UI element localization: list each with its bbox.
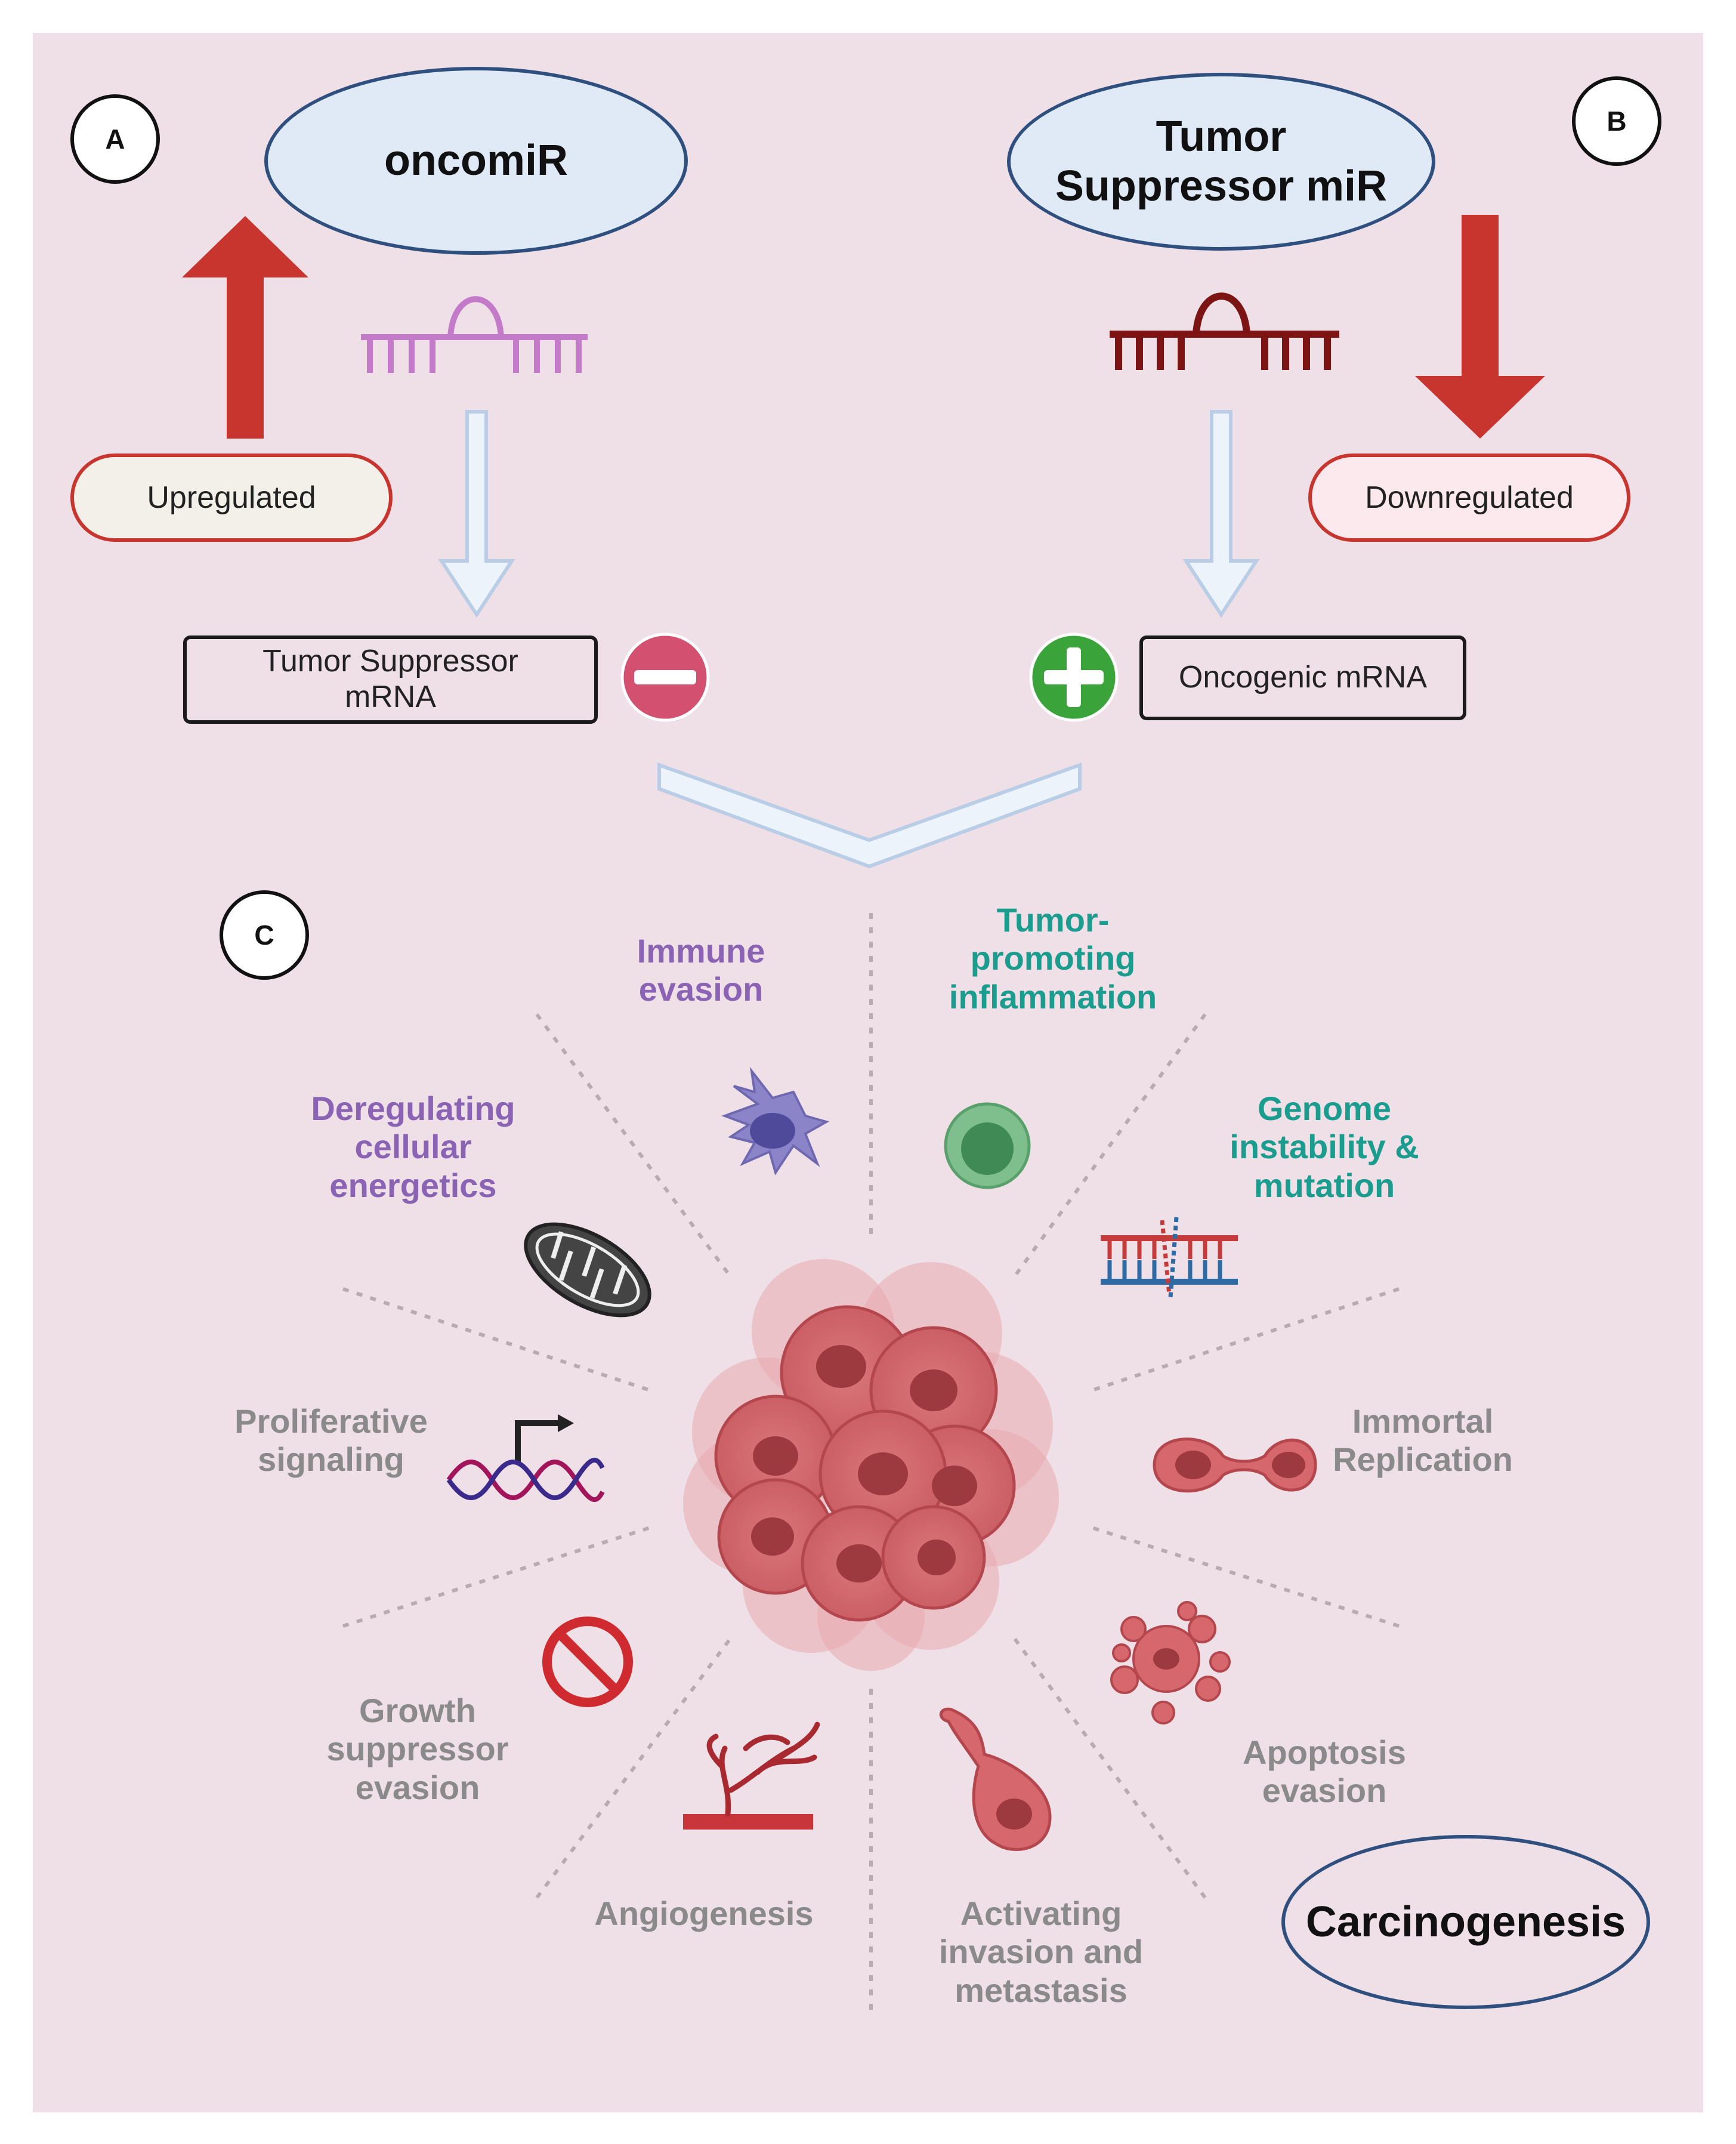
broken-dna-icon bbox=[1101, 1217, 1238, 1298]
plus-circle-icon bbox=[1029, 633, 1119, 722]
hallmark-deregulating-energetics: Deregulating cellular energetics bbox=[311, 1090, 515, 1204]
converging-chevron bbox=[657, 762, 1082, 869]
hallmark-genome-instability: Genome instability & mutation bbox=[1230, 1090, 1419, 1204]
hallmark-apoptosis-evasion: Apoptosis evasion bbox=[1243, 1733, 1406, 1810]
apoptotic-cell-icon bbox=[1110, 1601, 1231, 1725]
migrating-cell-icon bbox=[940, 1707, 1052, 1851]
tumor-cell-cluster-icon bbox=[683, 1259, 1059, 1671]
mitochondrion-icon bbox=[524, 1222, 651, 1318]
hallmark-immortal-replication: Immortal Replication bbox=[1333, 1402, 1513, 1479]
inflammatory-cell-icon bbox=[944, 1102, 1031, 1189]
radial-dotted-lines bbox=[342, 913, 1400, 2017]
hallmark-immune-evasion: Immune evasion bbox=[637, 932, 765, 1008]
hollow-down-arrow-left bbox=[438, 410, 515, 618]
oncomir-ellipse: oncomiR bbox=[264, 67, 688, 255]
prohibition-icon bbox=[542, 1617, 633, 1707]
panel-label-a: A bbox=[70, 94, 160, 184]
downregulated-label: Downregulated bbox=[1308, 454, 1630, 542]
panel-label-b: B bbox=[1572, 76, 1661, 166]
hallmark-angiogenesis: Angiogenesis bbox=[594, 1895, 814, 1932]
hallmark-invasion-metastasis: Activating invasion and metastasis bbox=[938, 1895, 1144, 2009]
dividing-cell-icon bbox=[1153, 1437, 1317, 1493]
hollow-down-arrow-right bbox=[1182, 410, 1260, 618]
hallmark-growth-suppressor-evasion: Growth suppressor evasion bbox=[326, 1692, 509, 1806]
oncogenic-mrna-box: Oncogenic mRNA bbox=[1139, 636, 1466, 720]
blood-vessel-icon bbox=[683, 1722, 820, 1830]
carcinogenesis-ellipse: Carcinogenesis bbox=[1281, 1835, 1650, 2009]
hallmark-proliferative-signaling: Proliferative signaling bbox=[234, 1402, 428, 1479]
tumor-suppressor-mir-ellipse: Tumor Suppressor miR bbox=[1007, 73, 1435, 251]
immune-cell-icon bbox=[721, 1066, 830, 1176]
mirna-hairpin-icon bbox=[1110, 292, 1339, 370]
panel-label-c: C bbox=[220, 890, 309, 980]
hallmark-tumor-promoting-inflammation: Tumor-promoting inflammation bbox=[949, 901, 1157, 1016]
tumor-suppressor-mrna-box: Tumor Suppressor mRNA bbox=[183, 636, 598, 724]
dna-promoter-arrow-icon bbox=[446, 1414, 605, 1503]
minus-circle-icon bbox=[620, 633, 710, 722]
red-down-arrow-icon bbox=[1415, 215, 1545, 439]
mirna-hairpin-icon bbox=[361, 296, 588, 373]
upregulated-label: Upregulated bbox=[70, 454, 393, 542]
red-up-arrow-icon bbox=[182, 216, 308, 439]
